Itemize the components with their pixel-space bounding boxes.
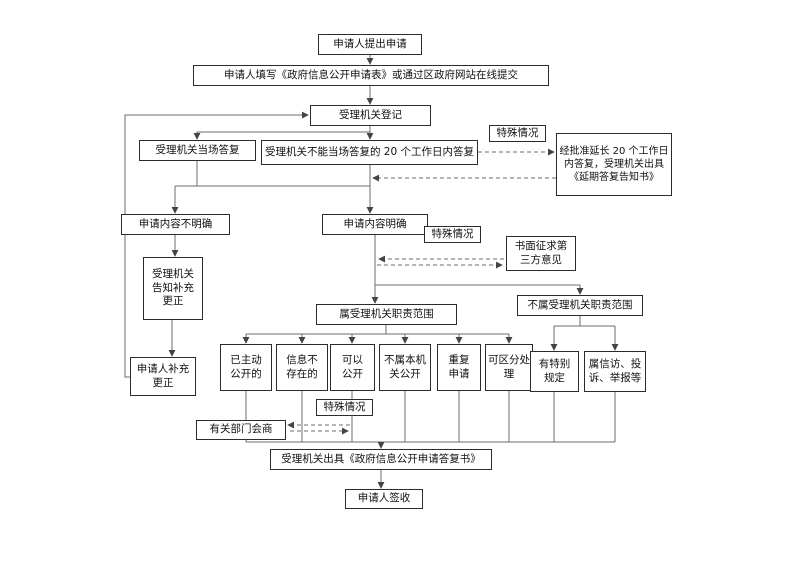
- node-duplicate-request: 重复 申请: [437, 344, 481, 391]
- node-can-disclose: 可以 公开: [330, 344, 375, 391]
- node-reply-within-20-days: 受理机关不能当场答复的 20 个工作日内答复: [261, 140, 478, 165]
- node-department-consult: 有关部门会商: [196, 420, 286, 440]
- node-special-case-3: 特殊情况: [316, 399, 373, 416]
- node-applicant-supplement: 申请人补充 更正: [130, 357, 196, 396]
- node-not-this-agency: 不属本机 关公开: [379, 344, 431, 391]
- node-content-clear: 申请内容明确: [322, 214, 428, 235]
- node-special-case-2: 特殊情况: [424, 226, 481, 243]
- node-separable-handling: 可区分处 理: [485, 344, 533, 391]
- node-special-provisions: 有特别 规定: [530, 351, 579, 392]
- node-petition-complaint: 属信访、投 诉、举报等: [584, 351, 646, 392]
- node-info-not-exist: 信息不 存在的: [276, 344, 328, 391]
- node-within-scope: 属受理机关职责范围: [316, 304, 457, 325]
- node-special-case-1: 特殊情况: [489, 125, 546, 142]
- node-fill-application-form: 申请人填写《政府信息公开申请表》或通过区政府网站在线提交: [193, 65, 549, 86]
- node-third-party-opinion: 书面征求第 三方意见: [506, 236, 576, 271]
- node-onsite-reply: 受理机关当场答复: [139, 140, 256, 161]
- node-content-unclear: 申请内容不明确: [121, 214, 230, 235]
- node-applicant-sign: 申请人签收: [345, 489, 423, 509]
- node-submit-application: 申请人提出申请: [318, 34, 422, 55]
- node-outside-scope: 不属受理机关职责范围: [517, 295, 643, 316]
- node-notify-supplement: 受理机关 告知补充 更正: [143, 257, 203, 320]
- node-extension-notice: 经批准延长 20 个工作日内答复，受理机关出具《延期答复告知书》: [556, 133, 672, 196]
- node-agency-register: 受理机关登记: [310, 105, 431, 126]
- node-already-public: 已主动 公开的: [220, 344, 272, 391]
- node-issue-reply-document: 受理机关出具《政府信息公开申请答复书》: [270, 449, 492, 470]
